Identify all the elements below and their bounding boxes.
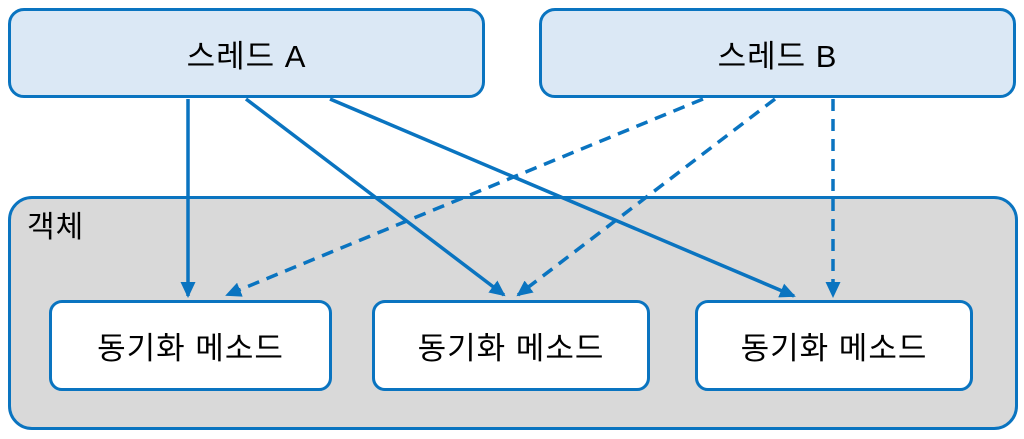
object-label: 객체 xyxy=(27,211,85,244)
sync-method-2-label: 동기화 메소드 xyxy=(417,331,605,366)
sync-method-box-1: 동기화 메소드 xyxy=(49,300,332,391)
sync-method-box-2: 동기화 메소드 xyxy=(372,300,650,391)
thread-b-label: 스레드 B xyxy=(717,38,838,74)
sync-method-1-label: 동기화 메소드 xyxy=(97,331,284,366)
thread-a-label: 스레드 A xyxy=(186,38,307,74)
thread-b-box: 스레드 B xyxy=(539,8,1016,98)
sync-method-3-label: 동기화 메소드 xyxy=(740,331,928,366)
sync-method-box-3: 동기화 메소드 xyxy=(695,300,973,391)
thread-a-box: 스레드 A xyxy=(8,8,485,98)
